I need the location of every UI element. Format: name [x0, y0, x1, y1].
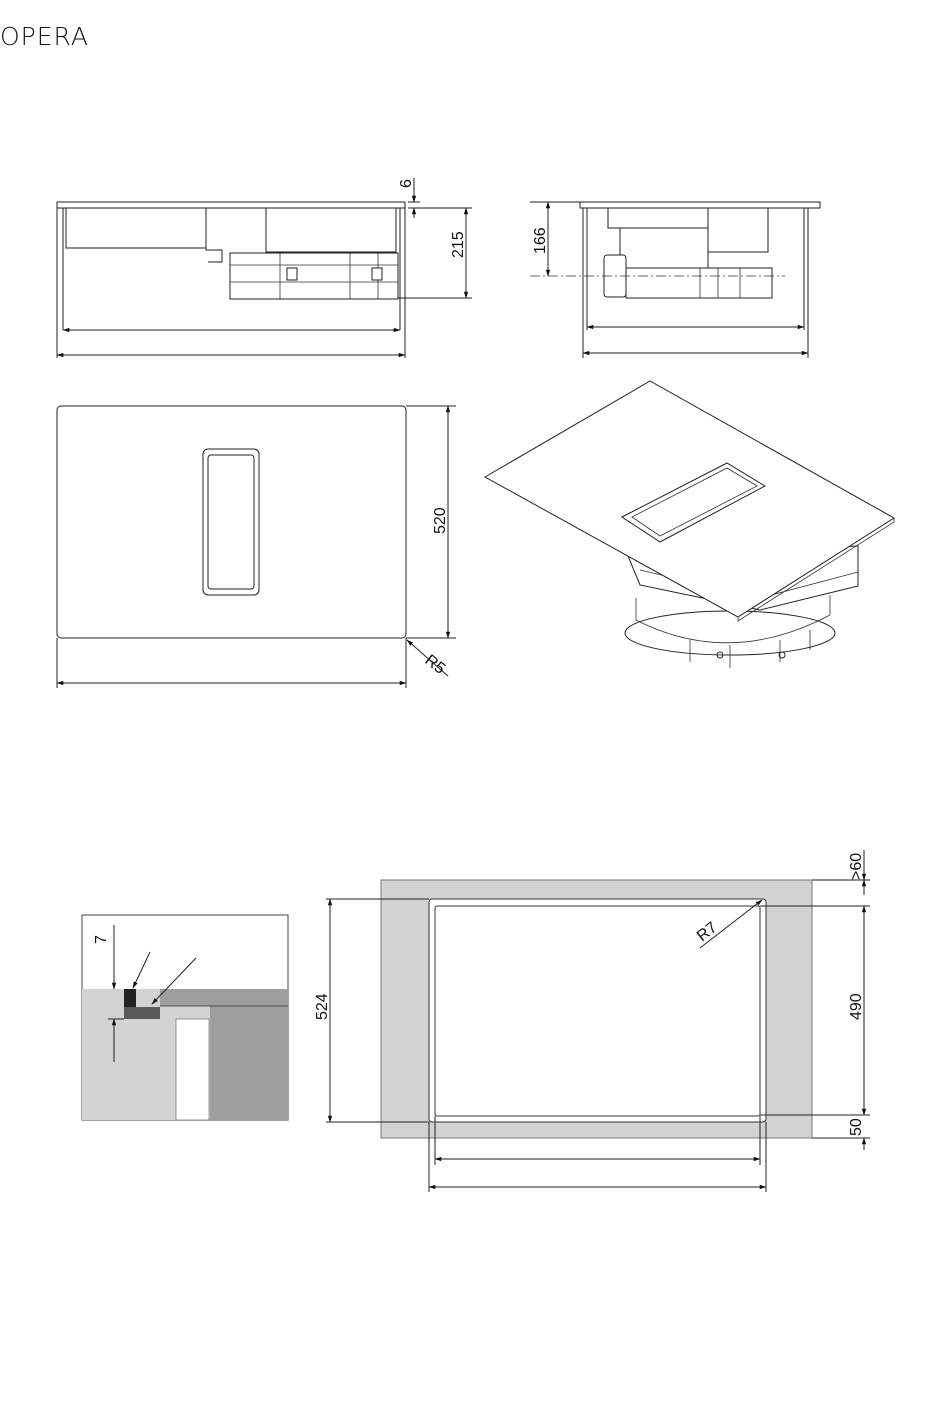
- dim-524-label: 524: [314, 993, 331, 1020]
- dim-50-label: 50: [848, 1118, 865, 1136]
- dim-6-label: 6: [398, 179, 415, 188]
- end-view-housing: [620, 228, 708, 270]
- end-view: 166: [530, 202, 820, 358]
- detail-gasket: [124, 1007, 160, 1019]
- side-view: 215 6: [57, 178, 472, 358]
- detail-cabinet-gap: [176, 1019, 209, 1120]
- dim-166-label: 166: [532, 227, 549, 254]
- dim-215-label: 215: [450, 231, 467, 258]
- side-view-fan-housing: [266, 208, 396, 252]
- dim-60-label: >60: [848, 853, 865, 880]
- isometric-view: [485, 381, 894, 668]
- plan-view-vent-inner: [208, 455, 254, 589]
- dim-490-label: 490: [848, 993, 865, 1020]
- plan-view: 520 R5: [57, 406, 456, 688]
- side-view-bracket: [206, 208, 222, 262]
- end-view-glass-top: [580, 202, 820, 208]
- end-view-frame: [608, 208, 708, 228]
- detail-sealing-strip: [124, 989, 136, 1007]
- cutout-view: 524 490 >60 50 R7: [314, 850, 870, 1192]
- side-view-burner-box: [66, 208, 206, 248]
- dim-7-label: 7: [93, 935, 110, 944]
- dim-520-label: 520: [432, 507, 449, 534]
- detail-countertop-dark: [210, 989, 288, 1120]
- side-view-clip: [372, 268, 382, 280]
- side-view-glass-top: [57, 202, 405, 208]
- end-view-motor-body: [626, 268, 772, 298]
- seal-detail: 7: [82, 915, 288, 1120]
- side-view-clip: [287, 268, 297, 280]
- end-view-fan-block: [708, 208, 768, 252]
